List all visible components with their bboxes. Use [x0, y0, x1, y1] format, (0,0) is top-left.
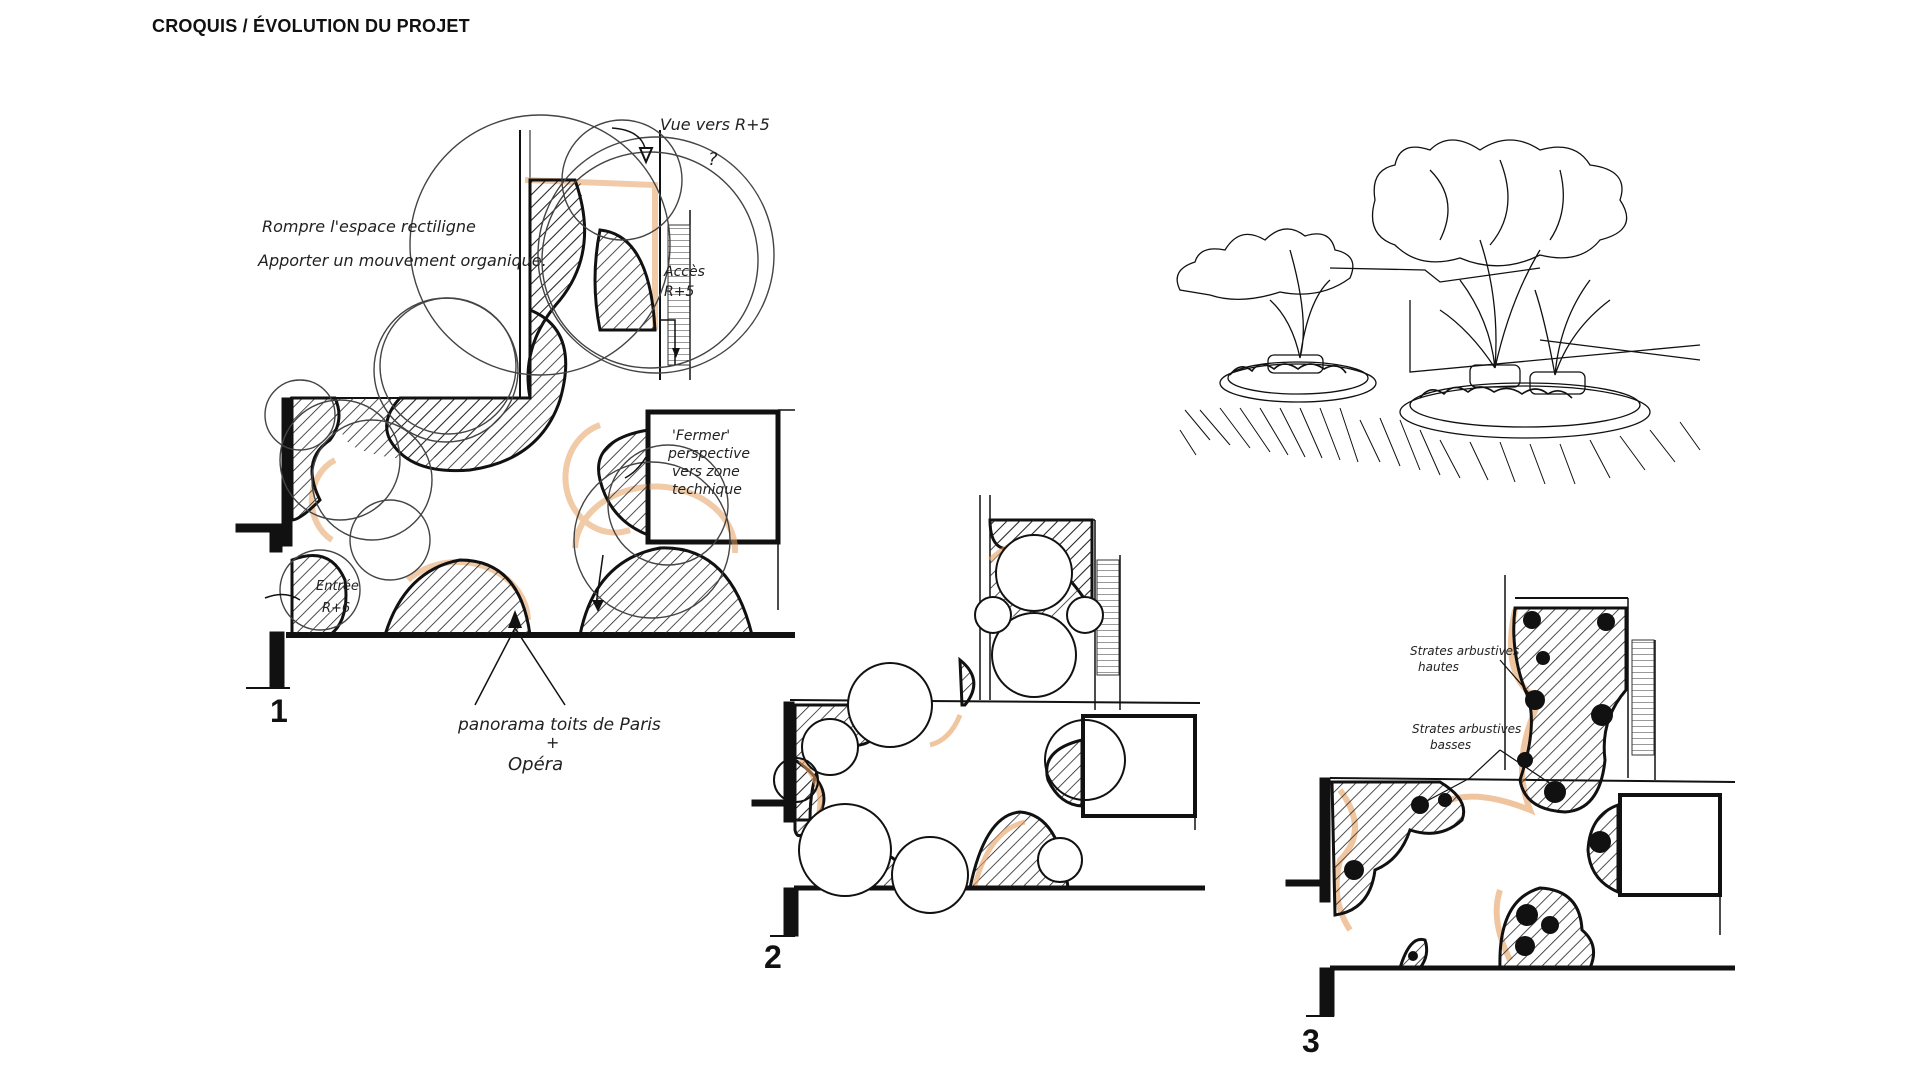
note-panorama: panorama toits de Paris: [457, 715, 661, 735]
page-title: CROQUIS / ÉVOLUTION DU PROJET: [152, 16, 470, 36]
note-strates-hautes-2: hautes: [1418, 660, 1459, 674]
perspective-sketch: [1176, 139, 1701, 485]
plan-sketch-2: 2: [751, 495, 1205, 975]
note-acces: Accès: [663, 264, 705, 280]
plan-3-stairs: [1631, 639, 1655, 756]
plan-1-tree-circles: [264, 114, 775, 631]
note-plus: +: [546, 733, 559, 752]
note-vue-question: ?: [708, 149, 718, 170]
plan-1-planting-beds: [290, 178, 754, 637]
note-fermer-1: 'Fermer': [672, 428, 730, 444]
planter-left: [1227, 361, 1369, 395]
plan-sketch-1: Rompre l'espace rectiligne Apporter un m…: [235, 114, 795, 775]
note-rompre-line-2: Apporter un mouvement organique.: [257, 251, 547, 270]
tree-canopy-right: [1371, 139, 1628, 267]
planter-right: [1409, 382, 1641, 428]
sketch-number-3: 3: [1302, 1023, 1320, 1059]
tree-canopy-left: [1176, 228, 1354, 300]
note-vue-r5: Vue vers R+5: [660, 115, 770, 134]
plan-3-leader-lines: [1424, 659, 1561, 803]
deck-hatching: [1179, 407, 1701, 485]
plan-1-arrowheads: [508, 147, 680, 628]
note-entree-r6: R+6: [322, 601, 350, 616]
note-fermer-3: vers zone: [672, 464, 740, 480]
note-opera: Opéra: [508, 754, 563, 775]
plan-3-planting-beds: [1330, 606, 1628, 970]
plan-2-tree-circles: [773, 534, 1126, 914]
plan-1-walls: [235, 130, 795, 689]
sketch-number-2: 2: [764, 939, 782, 975]
note-rompre-line-1: Rompre l'espace rectiligne: [262, 217, 476, 236]
note-entree: Entrée: [316, 579, 359, 594]
note-acces-r5: R+5: [664, 284, 694, 300]
note-strates-basses-2: basses: [1430, 738, 1471, 752]
note-strates-hautes-1: Strates arbustives: [1410, 644, 1519, 658]
plan-1-stairs: [667, 224, 691, 366]
note-strates-basses-1: Strates arbustives: [1412, 722, 1521, 736]
note-fermer-2: perspective: [667, 446, 750, 462]
plan-sketch-3: Strates arbustives hautes Strates arbust…: [1285, 575, 1736, 1059]
note-fermer-4: technique: [672, 482, 742, 498]
sketch-number-1: 1: [270, 693, 288, 729]
